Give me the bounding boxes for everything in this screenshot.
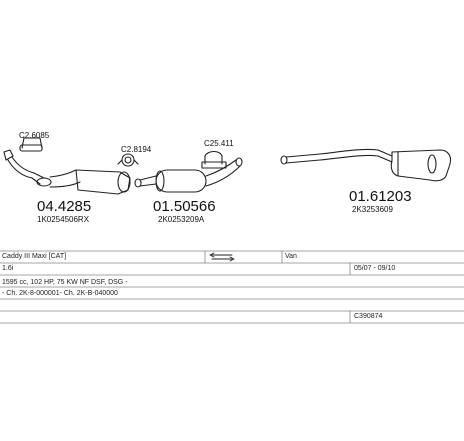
chassis-range: - Ch. 2K-8-000001- Ch. 2K-B-040000 [2, 290, 118, 297]
middle-silencer-drawing [134, 157, 243, 193]
part-number-3: 01.61203 [349, 188, 412, 205]
clamp-code-1: C2.6085 [19, 131, 50, 140]
catalytic-converter-drawing [3, 137, 131, 195]
production-years: 05/07 - 09/10 [354, 265, 396, 272]
wheel-drive-icon [209, 252, 235, 262]
clamp-drawing-3 [201, 150, 227, 169]
diagram-code: C390874 [354, 313, 383, 320]
clamp-drawing-1 [19, 144, 43, 152]
oem-number-1: 1K0254506RX [37, 215, 90, 224]
engine-spec: 1595 cc, 102 HP, 75 KW NF DSF, DSG - [2, 279, 128, 286]
oem-number-3: 2K3253609 [352, 205, 393, 214]
clamp-drawing-2 [117, 153, 139, 167]
oem-number-2: 2K0253209A [158, 215, 205, 224]
part-number-1: 04.4285 [37, 198, 91, 215]
vehicle-model: Caddy III Maxi [CAT] [2, 253, 67, 260]
clamp-code-2: C2.8194 [121, 145, 152, 154]
engine: 1.6i [2, 265, 14, 272]
clamp-code-3: C25.411 [204, 139, 234, 148]
rear-silencer-drawing [280, 148, 452, 182]
part-number-2: 01.50566 [153, 198, 216, 215]
body-type: Van [285, 253, 297, 260]
info-table [0, 250, 464, 324]
